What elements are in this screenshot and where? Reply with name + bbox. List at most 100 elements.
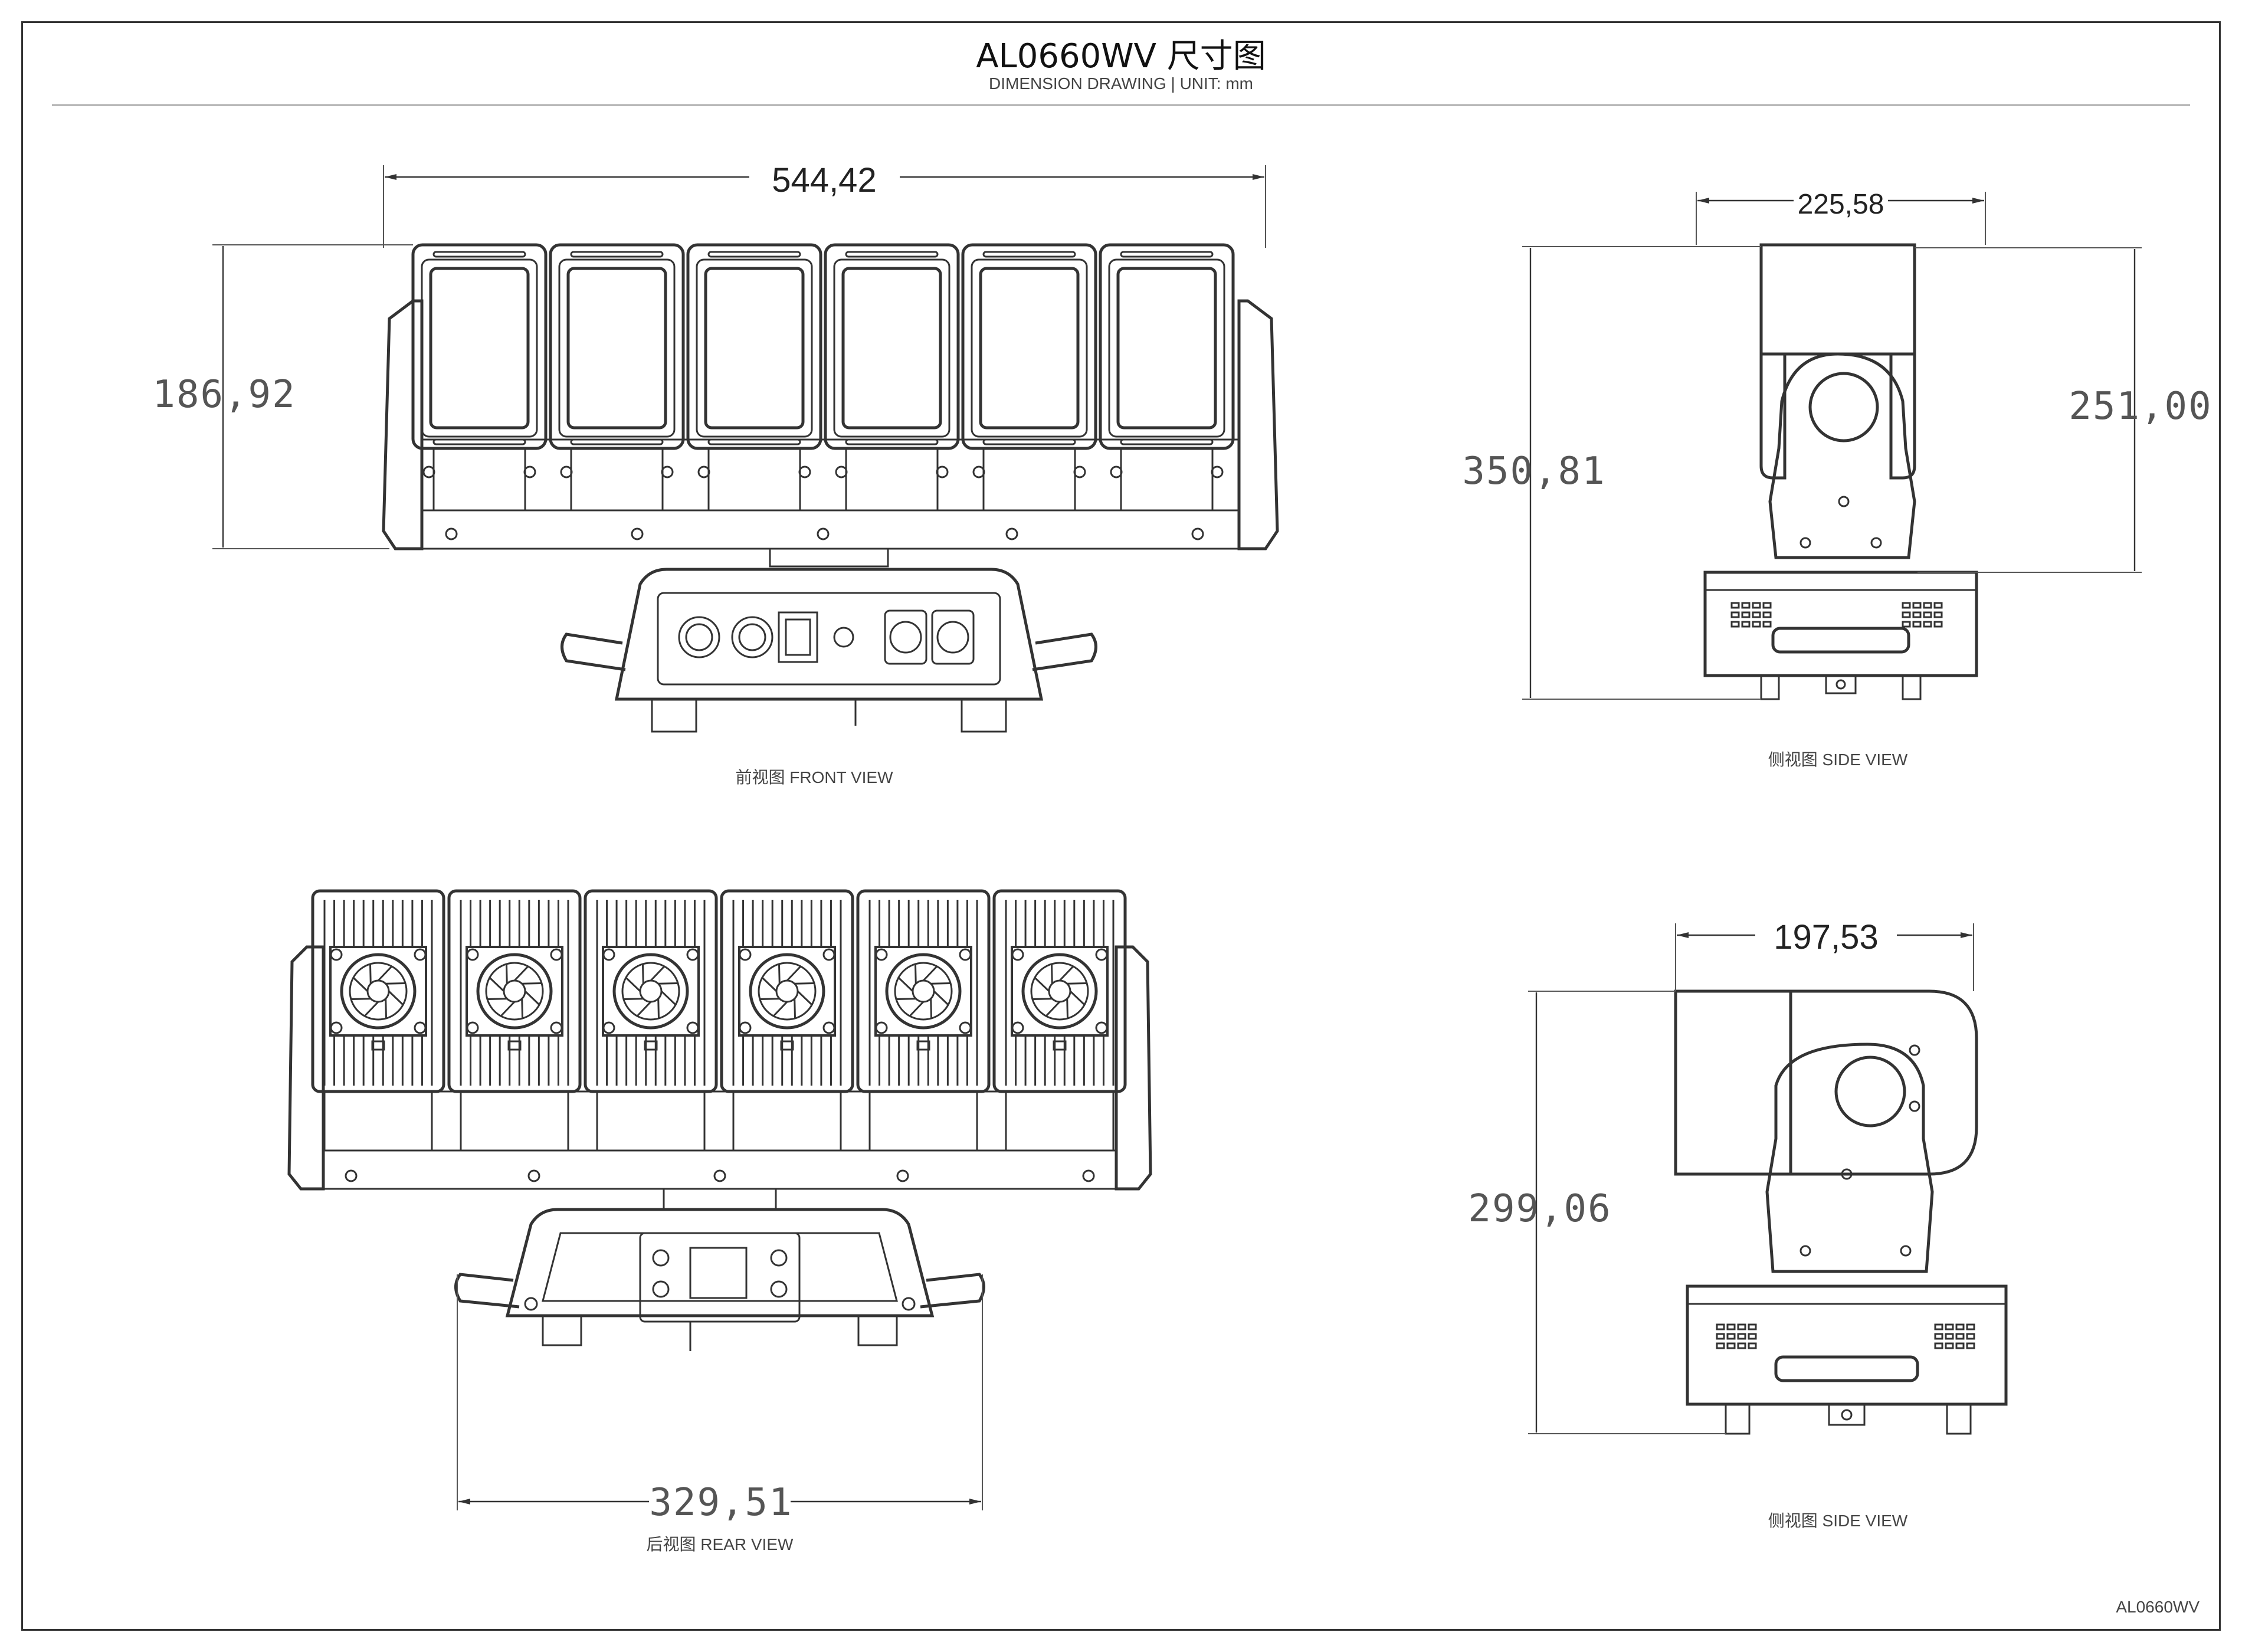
rear-head-bracket-2 bbox=[460, 1090, 569, 1152]
rear-stem bbox=[663, 1188, 777, 1211]
rear-head-bracket-4 bbox=[732, 1090, 842, 1152]
rear-bar-screws bbox=[345, 1169, 1095, 1182]
front-height-dimension: 186,92 bbox=[152, 373, 296, 417]
front-right-arm bbox=[1237, 299, 1279, 550]
powercon-out bbox=[931, 609, 975, 665]
front-screw-1 bbox=[445, 527, 458, 540]
rear-right-handle bbox=[920, 1273, 985, 1309]
side-top-handle bbox=[1771, 627, 1910, 654]
side-top-base bbox=[1703, 571, 1978, 677]
front-lens-5 bbox=[979, 267, 1080, 430]
side-bottom-height-dimension: 299,06 bbox=[1468, 1187, 1611, 1231]
front-left-handle bbox=[560, 632, 626, 671]
front-screw-2 bbox=[631, 527, 644, 540]
side-bottom-foot-left bbox=[1725, 1403, 1751, 1435]
powercon-in bbox=[884, 609, 927, 665]
side-top-vents bbox=[1730, 602, 1943, 628]
side-top-foot-left bbox=[1760, 674, 1780, 700]
front-lens-2 bbox=[566, 267, 667, 430]
up-button bbox=[652, 1280, 670, 1298]
dmx-out-connector bbox=[731, 616, 773, 658]
side-top-yoke bbox=[1768, 352, 1916, 559]
rear-foot-left bbox=[542, 1315, 582, 1346]
front-head-3 bbox=[686, 243, 822, 450]
front-foot-right bbox=[961, 698, 1007, 733]
rear-screw-4 bbox=[896, 1169, 909, 1182]
front-head-bracket-3 bbox=[707, 447, 801, 512]
rear-view: 329,51 bbox=[287, 889, 1152, 1525]
rear-head-bracket-6 bbox=[1005, 1090, 1115, 1152]
side-top-width-dimension: 225,58 bbox=[1798, 189, 1884, 220]
fuse-holder bbox=[833, 627, 854, 648]
front-head-2 bbox=[549, 243, 685, 450]
side-top-head-height-dimension: 251,00 bbox=[2069, 385, 2212, 428]
side-top-head bbox=[1759, 243, 1916, 356]
drawing-subtitle: DIMENSION DRAWING | UNIT: mm bbox=[989, 74, 1253, 93]
rear-screw-1 bbox=[345, 1169, 358, 1182]
side-bottom-head-front bbox=[1674, 989, 1792, 1176]
side-view-top-caption: 侧视图 SIDE VIEW bbox=[1768, 750, 1908, 769]
front-stem bbox=[769, 548, 889, 568]
rear-right-arm bbox=[1115, 945, 1152, 1191]
rear-base bbox=[505, 1208, 935, 1317]
front-base bbox=[614, 568, 1044, 701]
front-head-bracket-5 bbox=[982, 447, 1076, 512]
side-view-bottom: 197,53 299,06 bbox=[1468, 918, 2008, 1435]
front-head-bracket-1 bbox=[432, 447, 526, 512]
rear-head-bracket-1 bbox=[323, 1090, 433, 1152]
front-screw-5 bbox=[1191, 527, 1204, 540]
front-head-bracket-2 bbox=[570, 447, 664, 512]
side-bottom-yoke bbox=[1765, 1043, 1934, 1273]
down-button bbox=[770, 1249, 788, 1267]
side-bottom-foot-right bbox=[1946, 1403, 1972, 1435]
rear-head-bracket-5 bbox=[868, 1090, 978, 1152]
side-view-top: 225,58 350,81 251,00 bbox=[1462, 189, 2212, 700]
front-connector-panel bbox=[657, 592, 1001, 686]
front-right-handle bbox=[1032, 632, 1097, 671]
front-lens-1 bbox=[429, 267, 530, 430]
front-head-1 bbox=[411, 243, 548, 450]
rear-head-bracket-3 bbox=[596, 1090, 706, 1152]
side-top-total-height-dimension: 350,81 bbox=[1462, 450, 1605, 493]
rear-fan-heads bbox=[311, 889, 1127, 1152]
rear-screw-3 bbox=[713, 1169, 726, 1182]
rear-bar bbox=[322, 1090, 1117, 1190]
front-left-arm bbox=[382, 299, 424, 550]
title-divider bbox=[52, 104, 2190, 106]
front-lens-4 bbox=[841, 267, 942, 430]
front-view-caption: 前视图 FRONT VIEW bbox=[735, 768, 893, 786]
menu-button bbox=[652, 1249, 670, 1267]
front-head-bracket-4 bbox=[845, 447, 939, 512]
front-width-dimension: 544,42 bbox=[772, 161, 876, 199]
side-view-bottom-caption: 侧视图 SIDE VIEW bbox=[1768, 1512, 1908, 1530]
front-screw-4 bbox=[1005, 527, 1018, 540]
side-bottom-head-body bbox=[1791, 989, 1978, 1176]
front-head-bracket-6 bbox=[1120, 447, 1214, 512]
front-view: 544,42 186,92 bbox=[152, 161, 1279, 733]
rear-foot-right bbox=[857, 1315, 898, 1346]
front-led-heads bbox=[411, 243, 1235, 512]
side-top-tilt-hub bbox=[1808, 372, 1879, 442]
front-foot-left bbox=[651, 698, 697, 733]
front-lens-3 bbox=[704, 267, 805, 430]
footer-model: AL0660WV bbox=[2116, 1598, 2200, 1616]
side-bottom-vents bbox=[1716, 1323, 1975, 1349]
rear-left-arm bbox=[287, 945, 325, 1191]
front-lens-6 bbox=[1116, 267, 1217, 430]
rear-heatsink-fins-1 bbox=[323, 900, 433, 1086]
drawing-frame bbox=[21, 21, 2221, 1631]
front-bar-screws bbox=[445, 527, 1204, 540]
rear-base-width-dimension: 329,51 bbox=[649, 1481, 792, 1525]
power-switch bbox=[778, 611, 818, 663]
lcd-display bbox=[689, 1247, 748, 1299]
rear-screw-5 bbox=[1082, 1169, 1095, 1182]
dmx-in-connector bbox=[678, 616, 720, 658]
drawing-title: AL0660WV 尺寸图 bbox=[976, 37, 1266, 76]
rear-view-caption: 后视图 REAR VIEW bbox=[646, 1535, 794, 1553]
rear-display-panel bbox=[639, 1232, 801, 1323]
side-bottom-tilt-hub bbox=[1834, 1056, 1906, 1127]
front-head-5 bbox=[961, 243, 1097, 450]
front-screw-3 bbox=[817, 527, 830, 540]
front-bar bbox=[421, 438, 1240, 550]
